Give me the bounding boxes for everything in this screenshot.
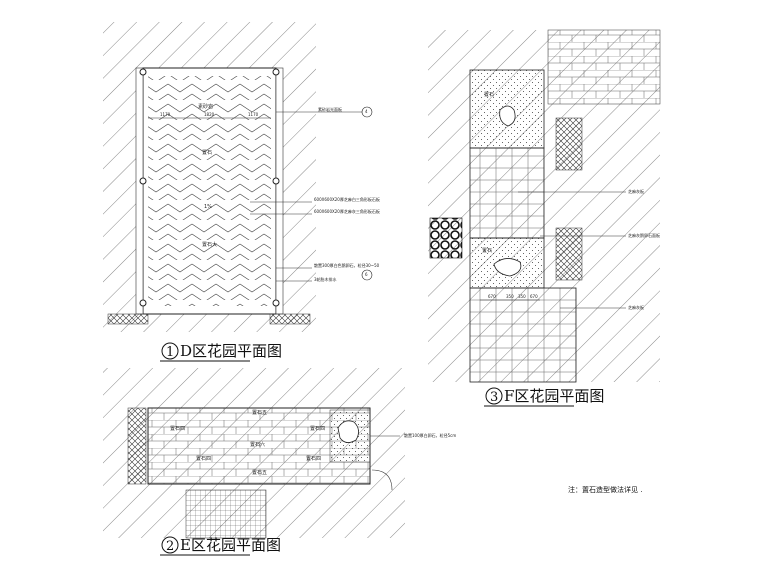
plan-d-dim-2: 1820 — [204, 112, 215, 117]
post-icon — [272, 68, 280, 76]
sheet-note: 注：置石造型做法详见 . — [568, 485, 642, 494]
detail-ref-icon — [361, 269, 373, 281]
plan-e-label: 置石五 — [252, 410, 267, 416]
plan-f-label: 置石 — [484, 92, 494, 98]
plan-d-callout: 600X600X20厚芝麻白三角形板石板 — [314, 196, 380, 202]
plan-d-ref: 6 — [365, 272, 368, 277]
plan-e-label: 置石四 — [306, 456, 321, 462]
plan-d-callout: 3轮胎木排水 — [314, 276, 337, 282]
rock-icon — [493, 258, 522, 277]
plan-d-label: 1% — [204, 204, 212, 210]
plan-e-label: 置石六 — [250, 441, 265, 448]
plan-f-hex-tiles — [429, 217, 463, 259]
post-icon — [272, 177, 280, 185]
plan-f-title: F区花园平面图 — [504, 387, 604, 405]
plan-f-label: 置石 — [482, 248, 492, 254]
plan-d-callout: 素砂岩光面板 — [318, 106, 342, 112]
plan-e-label: 置石四 — [196, 456, 211, 462]
plan-f-dim: 350 — [518, 294, 526, 299]
post-icon — [272, 299, 280, 307]
plan-d-label: 置石 — [202, 150, 212, 156]
plan-f-callout: 芝麻灰板 — [628, 188, 644, 194]
plan-number-icon — [161, 536, 179, 554]
plan-f-dim: 670 — [488, 294, 496, 299]
plan-d-callout: 散置300厚白色鹅卵石，粒径30~50 — [314, 262, 380, 268]
plan-f: 置石 置石 670 350 350 670 芝麻灰板 芝麻灰鹅卵石面板 芝麻灰板… — [428, 29, 661, 407]
plan-e-label: 置石五 — [252, 470, 267, 476]
plan-d-label: 置石大 — [202, 241, 217, 248]
plan-f-bottom-paving — [469, 287, 577, 383]
plan-number-icon — [485, 387, 503, 405]
plan-d-callout: 600X600X20厚芝麻灰三角形板石板 — [314, 208, 380, 214]
plan-e-label: 置石四 — [170, 426, 185, 432]
plan-f-callout: 芝麻灰鹅卵石面板 — [628, 232, 660, 238]
plan-number-icon — [161, 342, 179, 360]
plan-e-number: 2 — [166, 539, 174, 554]
plan-f-dim: 670 — [530, 294, 538, 299]
plan-f-dim: 350 — [506, 294, 514, 299]
plan-d-dim-1: 1170 — [160, 112, 171, 117]
detail-ref-icon — [361, 106, 373, 118]
plan-f-mid-paving — [469, 147, 545, 239]
rock-icon — [337, 420, 359, 443]
plan-d-ref: 4 — [365, 109, 368, 114]
plan-d: 1170 1820 1170 素砂岩 置石 置石大 1% 素砂岩光面板 600X… — [103, 22, 380, 362]
plan-f-number: 3 — [490, 390, 498, 405]
plan-e-callout: 散置100厚白卵石，粒径5cm — [404, 432, 456, 438]
post-icon — [139, 299, 147, 307]
plan-d-zigzag-paving — [148, 76, 271, 306]
post-icon — [139, 177, 147, 185]
plan-d-dim-3: 1170 — [248, 112, 259, 117]
rock-icon — [499, 105, 516, 127]
plan-f-callout: 芝麻灰板 — [628, 304, 644, 310]
plan-d-title: D区花园平面图 — [180, 342, 282, 360]
plan-d-label: 素砂岩 — [198, 103, 213, 110]
plan-e: 置石四 置石五 置石四 置石六 置石四 置石四 置石五 散置100厚白卵石，粒径… — [103, 368, 456, 556]
plan-e-title: E区花园平面图 — [180, 536, 281, 554]
plan-e-label: 置石四 — [310, 426, 325, 432]
post-icon — [139, 68, 147, 76]
plan-d-number: 1 — [166, 345, 174, 360]
